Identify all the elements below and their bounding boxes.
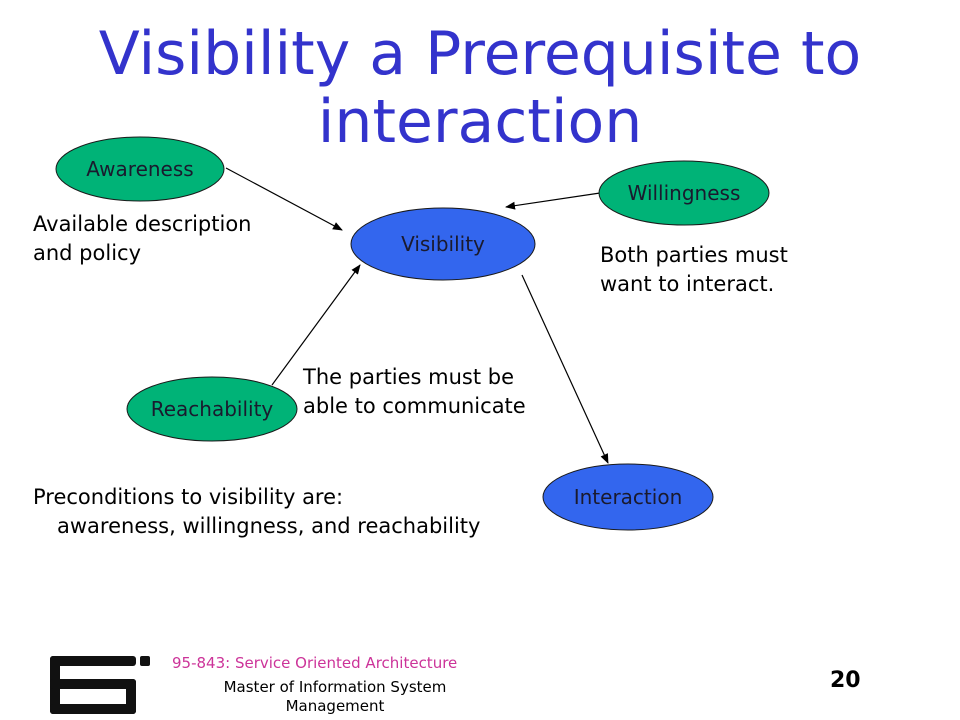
- preconditions-line-2: awareness, willingness, and reachability: [57, 514, 481, 538]
- footer-course-name: 95-843: Service Oriented Architecture: [172, 654, 458, 672]
- node-reachability-shape: [126, 376, 298, 442]
- node-visibility-label: Visibility: [401, 232, 485, 256]
- willingness-description-line-2: want to interact.: [600, 272, 775, 296]
- node-willingness-shape: [598, 160, 770, 226]
- node-awareness-shape: [55, 136, 225, 202]
- node-reachability: Reachability: [126, 376, 298, 442]
- awareness-description: Available description and policy: [33, 210, 252, 268]
- footer-program-name: Master of Information System Management: [200, 678, 470, 716]
- slide-title: Visibility a Prerequisite to interaction: [40, 20, 920, 156]
- node-awareness: Awareness: [55, 136, 225, 202]
- footer-program-line-1: Master of Information System: [223, 678, 447, 696]
- node-reachability-label: Reachability: [151, 397, 274, 421]
- node-awareness-label: Awareness: [86, 157, 193, 181]
- node-visibility-shape: [350, 207, 536, 281]
- willingness-description: Both parties must want to interact.: [600, 241, 788, 299]
- node-visibility: Visibility: [350, 207, 536, 281]
- arrow-reachability-to-visibility: [271, 264, 361, 386]
- reachability-description-line-1: The parties must be: [303, 365, 515, 389]
- arrow-willingness-to-visibility: [505, 192, 601, 210]
- reachability-description: The parties must be able to communicate: [303, 363, 526, 421]
- awareness-description-line-2: and policy: [33, 241, 142, 265]
- node-willingness-label: Willingness: [628, 181, 741, 205]
- slide-title-line-2: interaction: [317, 87, 643, 157]
- preconditions-line-1: Preconditions to visibility are:: [33, 485, 344, 509]
- arrow-awareness-to-visibility: [225, 167, 343, 231]
- willingness-description-line-1: Both parties must: [600, 243, 788, 267]
- awareness-description-line-1: Available description: [33, 212, 252, 236]
- reachability-description-line-2: able to communicate: [303, 394, 526, 418]
- node-interaction-shape: [542, 463, 714, 531]
- slide-title-line-1: Visibility a Prerequisite to: [98, 19, 862, 89]
- node-interaction: Interaction: [542, 463, 714, 531]
- node-willingness: Willingness: [598, 160, 770, 226]
- page-number: 20: [830, 668, 861, 693]
- arrow-visibility-to-interaction: [521, 274, 609, 464]
- node-interaction-label: Interaction: [574, 485, 683, 509]
- university-logo: [50, 656, 150, 714]
- preconditions-summary: Preconditions to visibility are: awarene…: [33, 483, 480, 541]
- footer-program-line-2: Management: [285, 697, 385, 715]
